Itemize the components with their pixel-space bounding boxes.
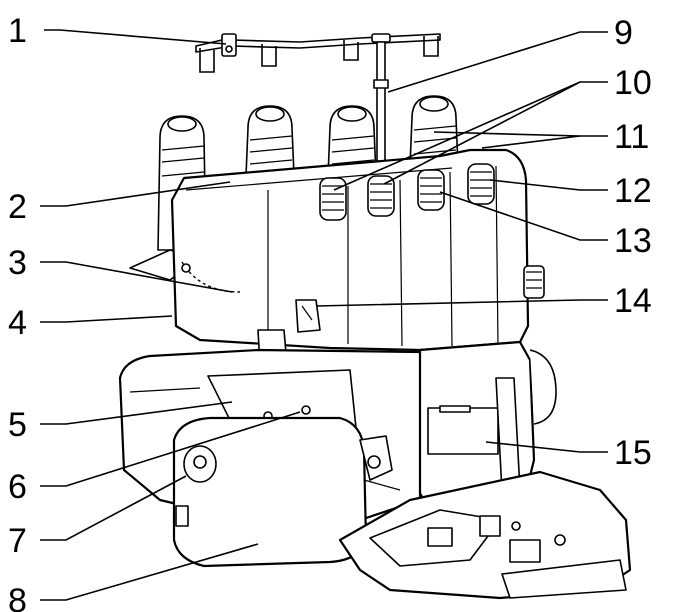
tension-dial-3 [417,169,445,211]
leader-line-3 [40,261,233,293]
leader-line-5 [40,401,233,425]
spool-3 [327,105,377,177]
callout-11: 11 [614,118,649,156]
callout-6: 6 [8,468,27,506]
callout-15: 15 [614,434,652,472]
leader-line-6 [40,411,301,487]
callout-9: 9 [614,14,633,52]
callout-7: 7 [8,522,27,560]
callout-5: 5 [8,406,27,444]
leader-line-4 [40,315,173,323]
callout-8: 8 [8,582,27,612]
tension-dial-2 [367,175,395,217]
leader-line-13 [439,191,608,241]
callout-2: 2 [8,188,27,226]
callout-1: 1 [8,12,27,50]
leader-line-7 [40,475,187,541]
leader-line-15 [485,441,608,453]
callout-labels: 1 2 3 4 5 6 7 8 9 10 11 12 13 14 15 [8,12,652,612]
left-side-cover [172,416,368,568]
callout-13: 13 [614,222,652,260]
leader-line-12 [489,179,608,191]
looper [359,435,401,491]
leader-line-2 [40,181,231,207]
leader-line-8 [40,543,259,601]
leader-line-11b [481,135,581,149]
tension-dial-1 [319,177,347,221]
leader-line-14 [315,299,608,307]
accessory-tray [338,470,632,600]
callout-3: 3 [8,244,27,282]
callout-10: 10 [614,64,652,102]
callout-4: 4 [8,304,27,342]
callout-14: 14 [614,282,652,320]
tension-dials [319,163,495,221]
serger-machine-illustration [118,33,632,600]
thread-guide-bar [195,33,441,73]
spools [157,95,459,251]
thread-stand-antenna [371,33,391,163]
callout-12: 12 [614,172,652,210]
leader-line-1 [44,29,227,45]
tension-dial-4 [467,163,495,205]
leader-lines [40,29,608,601]
spool-2 [245,105,295,177]
leader-line-9 [387,31,608,93]
spool-4 [409,95,459,167]
